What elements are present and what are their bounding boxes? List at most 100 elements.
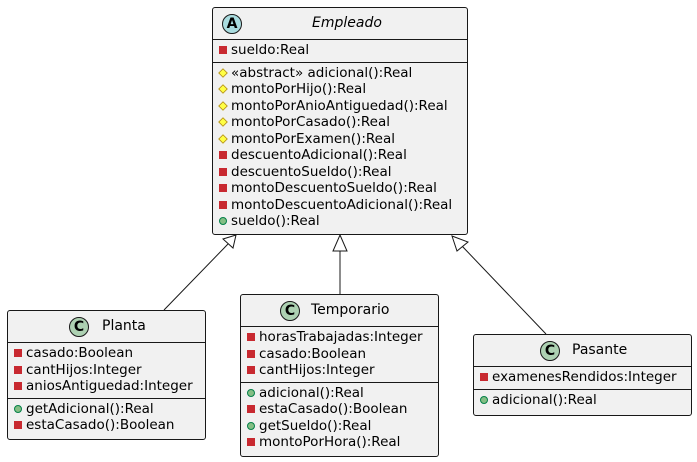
member-signature: aniosAntiguedad:Integer — [26, 378, 193, 395]
protected-visibility-icon — [218, 100, 228, 111]
class-member: horasTrabajadas:Integer — [241, 329, 438, 346]
generalization-arrowhead — [451, 235, 469, 252]
class-header: C Pasante — [474, 335, 691, 367]
private-visibility-icon — [14, 365, 22, 374]
member-signature: horasTrabajadas:Integer — [259, 329, 423, 346]
class-member: montoPorHijo():Real — [213, 81, 467, 98]
class-member: descuentoAdicional():Real — [213, 147, 467, 164]
private-visibility-icon — [247, 349, 255, 358]
class-name: Temporario — [311, 302, 390, 318]
class-member: montoPorCasado():Real — [213, 114, 467, 131]
member-signature: montoPorCasado():Real — [231, 114, 391, 131]
public-visibility-icon — [219, 217, 227, 226]
class-member: montoDescuentoAdicional():Real — [213, 197, 467, 214]
class-header: C Temporario — [241, 295, 438, 327]
class-member: adicional():Real — [241, 385, 438, 402]
member-signature: cantHijos:Integer — [26, 361, 142, 378]
class-header: C Planta — [8, 311, 205, 343]
private-visibility-icon — [14, 349, 22, 358]
member-signature: cantHijos:Integer — [259, 362, 375, 379]
public-visibility-icon — [480, 395, 488, 404]
class-member: montoPorHora():Real — [241, 434, 438, 451]
class-member: casado:Boolean — [8, 345, 205, 362]
private-visibility-icon — [480, 373, 488, 382]
member-signature: montoPorAnioAntiguedad():Real — [231, 97, 448, 114]
class-member: examenesRendidos:Integer — [474, 369, 691, 386]
class-member: cantHijos:Integer — [241, 362, 438, 379]
private-visibility-icon — [219, 151, 227, 160]
member-signature: montoPorHora():Real — [259, 434, 401, 451]
private-visibility-icon — [14, 382, 22, 391]
member-signature: adicional():Real — [259, 384, 364, 401]
edge-pasante-to-empleado — [461, 245, 547, 335]
member-signature: estaCasado():Boolean — [259, 401, 408, 418]
private-visibility-icon — [219, 200, 227, 209]
class-member: adicional():Real — [474, 392, 691, 409]
member-signature: examenesRendidos:Integer — [492, 369, 677, 386]
member-signature: montoPorExamen():Real — [231, 130, 395, 147]
class-member: montoDescuentoSueldo():Real — [213, 180, 467, 197]
member-signature: getAdicional():Real — [26, 400, 154, 417]
class-member: sueldo:Real — [213, 42, 467, 59]
class-name: Pasante — [572, 342, 628, 358]
member-signature: montoPorHijo():Real — [231, 81, 367, 98]
class-icon: C — [69, 317, 89, 337]
private-visibility-icon — [247, 405, 255, 414]
private-visibility-icon — [219, 46, 227, 55]
private-visibility-icon — [219, 167, 227, 176]
generalization-arrowhead — [332, 233, 348, 252]
class-header: A Empleado — [213, 8, 467, 40]
class-member: getSueldo():Real — [241, 418, 438, 435]
methods-section: adicional():Real — [474, 388, 691, 412]
member-signature: sueldo():Real — [231, 213, 320, 230]
private-visibility-icon — [247, 366, 255, 375]
member-signature: sueldo:Real — [231, 42, 310, 59]
edge-planta-to-empleado — [163, 243, 229, 311]
member-signature: «abstract» adicional():Real — [231, 64, 413, 81]
private-visibility-icon — [219, 184, 227, 193]
class-member: cantHijos:Integer — [8, 362, 205, 379]
private-visibility-icon — [247, 438, 255, 447]
class-pasante[interactable]: C Pasante examenesRendidos:Integer adici… — [473, 334, 692, 416]
member-signature: estaCasado():Boolean — [26, 417, 175, 434]
class-member: montoPorExamen():Real — [213, 131, 467, 148]
class-member: descuentoSueldo():Real — [213, 164, 467, 181]
member-signature: descuentoAdicional():Real — [231, 147, 407, 164]
class-member: getAdicional():Real — [8, 401, 205, 418]
class-member: estaCasado():Boolean — [8, 417, 205, 434]
member-signature: casado:Boolean — [26, 345, 134, 362]
abstract-class-icon: A — [222, 14, 242, 34]
class-member: aniosAntiguedad:Integer — [8, 378, 205, 395]
public-visibility-icon — [247, 421, 255, 430]
member-signature: adicional():Real — [492, 391, 597, 408]
public-visibility-icon — [247, 388, 255, 397]
class-empleado[interactable]: A Empleado sueldo:Real «abstract» adicio… — [212, 7, 468, 235]
member-signature: montoDescuentoSueldo():Real — [231, 180, 437, 197]
class-member: montoPorAnioAntiguedad():Real — [213, 98, 467, 115]
class-name: Empleado — [312, 15, 382, 31]
protected-visibility-icon — [218, 117, 228, 128]
attributes-section: sueldo:Real — [213, 40, 467, 62]
member-signature: casado:Boolean — [259, 345, 367, 362]
public-visibility-icon — [14, 404, 22, 413]
generalization-arrowhead — [222, 234, 237, 249]
attributes-section: examenesRendidos:Integer — [474, 367, 691, 389]
member-signature: montoDescuentoAdicional():Real — [231, 196, 453, 213]
class-member: «abstract» adicional():Real — [213, 65, 467, 82]
class-icon: C — [280, 301, 300, 321]
class-member: estaCasado():Boolean — [241, 401, 438, 418]
private-visibility-icon — [247, 333, 255, 342]
member-signature: descuentoSueldo():Real — [231, 163, 392, 180]
protected-visibility-icon — [218, 84, 228, 95]
protected-visibility-icon — [218, 133, 228, 144]
class-member: sueldo():Real — [213, 213, 467, 230]
class-name: Planta — [102, 318, 146, 334]
class-icon: C — [540, 341, 560, 361]
